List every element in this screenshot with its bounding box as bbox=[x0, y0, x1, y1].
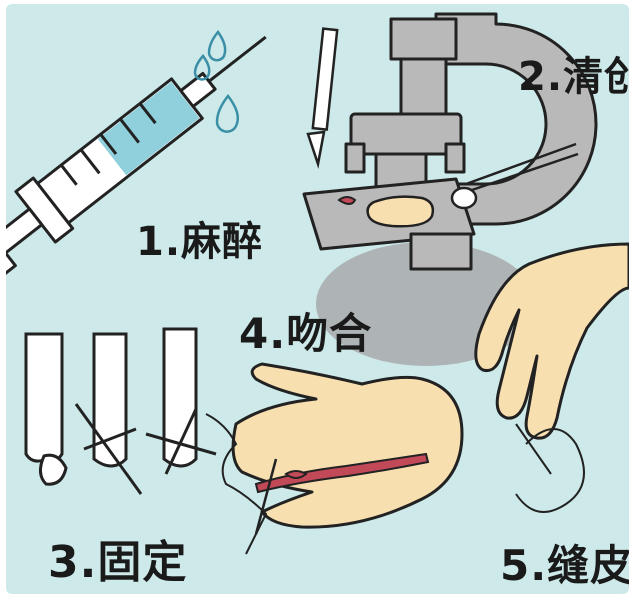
drop-icon bbox=[209, 32, 225, 60]
step-5-label: 5.缝皮 bbox=[500, 532, 629, 593]
hand-anastomosis-icon bbox=[233, 364, 462, 527]
drop-icon bbox=[217, 96, 238, 132]
illustration-panel: 1.麻醉 2.清创 3.固定 4.吻合 5.缝皮 bbox=[6, 4, 629, 594]
bone-fixation-icon bbox=[26, 329, 216, 494]
step-2-label: 2.清创 bbox=[518, 44, 629, 102]
scalpel-icon bbox=[308, 29, 337, 164]
suture-loop bbox=[516, 429, 584, 512]
step-3-label: 3.固定 bbox=[48, 526, 187, 590]
step-4-label: 4.吻合 bbox=[239, 300, 372, 361]
step-1-label: 1.麻醉 bbox=[136, 209, 263, 267]
finger-on-stage bbox=[368, 197, 433, 227]
